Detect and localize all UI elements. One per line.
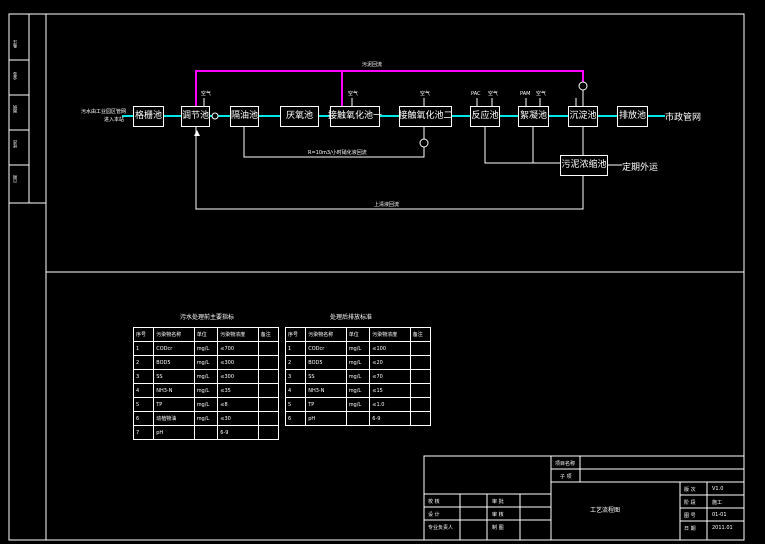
tb-label-draw: 制 图 [492, 525, 504, 531]
process-lines [195, 90, 622, 210]
supernatant-return-label: 上清液回流 [374, 202, 400, 208]
unit-flocculation: 絮凝池 [518, 106, 549, 127]
unit-contact-oxidation-1: 接触氧化池一 [328, 106, 382, 127]
air-label: 空气 [488, 91, 499, 97]
inlet-label-2: 进入本站 [104, 117, 125, 123]
tb-label-design: 设 计 [428, 512, 440, 518]
pump-icon-recycle [419, 138, 429, 148]
tb-label-check: 校 核 [428, 499, 440, 505]
table1-title: 污水处理前主要指标 [180, 314, 235, 321]
cell [409, 411, 432, 426]
air-label: 空气 [348, 91, 359, 97]
unit-grit: 格栅池 [133, 106, 164, 127]
unit-equalization: 调节池 [181, 106, 210, 127]
unit-sedimentation: 沉淀池 [568, 106, 598, 127]
tb-value-version: V1.0 [712, 486, 724, 492]
sub-item-label: 子 项 [560, 474, 572, 480]
table-header-row: 序号 污染物名称 单位 污染物浓度 备注 [132, 327, 280, 342]
outlet-label: 市政管网 [665, 113, 702, 123]
tb-value-number: 01-01 [712, 512, 727, 518]
unit-oil-separation: 隔油池 [230, 106, 259, 127]
cell: 6 [284, 411, 307, 426]
arrow-icon-return [194, 130, 200, 136]
tb-label-number: 图 号 [684, 513, 696, 519]
tb-label-review: 审 核 [492, 512, 504, 518]
unit-anaerobic: 厌氧池 [280, 106, 319, 127]
recycle-label: R=10m3/小时硝化液回流 [308, 150, 367, 156]
cell: pH [153, 425, 195, 440]
unit-discharge: 排放池 [617, 106, 648, 127]
cell: 6-9 [369, 411, 411, 426]
table2-title: 处理后排放标准 [330, 314, 373, 321]
inlet-label-1: 污水由工业园区管网 [81, 109, 127, 115]
sludge-out-label: 定期外运 [622, 163, 659, 173]
unit-reaction: 反应池 [470, 106, 500, 127]
unit-sludge-thickener: 污泥浓缩池 [560, 155, 608, 176]
tb-label-version: 版 次 [684, 487, 696, 493]
tb-label-date: 日 期 [684, 526, 696, 532]
air-label: 空气 [201, 91, 212, 97]
sludge-return-line [195, 70, 584, 106]
cell [257, 425, 280, 440]
pump-icon-lift [211, 112, 219, 120]
air-label: 空气 [420, 91, 431, 97]
sludge-return-label: 污泥回流 [362, 62, 383, 68]
unit-contact-oxidation-2: 接触氧化池二 [399, 106, 453, 127]
project-name-label: 项目名称 [555, 461, 576, 467]
cell: pH [305, 411, 347, 426]
tb-label-stage: 阶 段 [684, 500, 696, 506]
tb-label-approve: 审 批 [492, 499, 504, 505]
drawing-name: 工艺流程图 [590, 507, 621, 514]
cell: 7 [132, 425, 155, 440]
pac-label: PAC [471, 91, 481, 97]
tb-label-lead: 专业负责人 [428, 525, 454, 531]
pam-label: PAM [520, 91, 531, 97]
table-header-row: 序号 污染物名称 单位 污染物浓度 备注 [284, 327, 432, 342]
cell: BOD5 [153, 355, 195, 370]
tb-value-stage: 施工 [712, 500, 723, 506]
air-label: 空气 [536, 91, 547, 97]
tb-value-date: 2011.01 [712, 525, 733, 531]
